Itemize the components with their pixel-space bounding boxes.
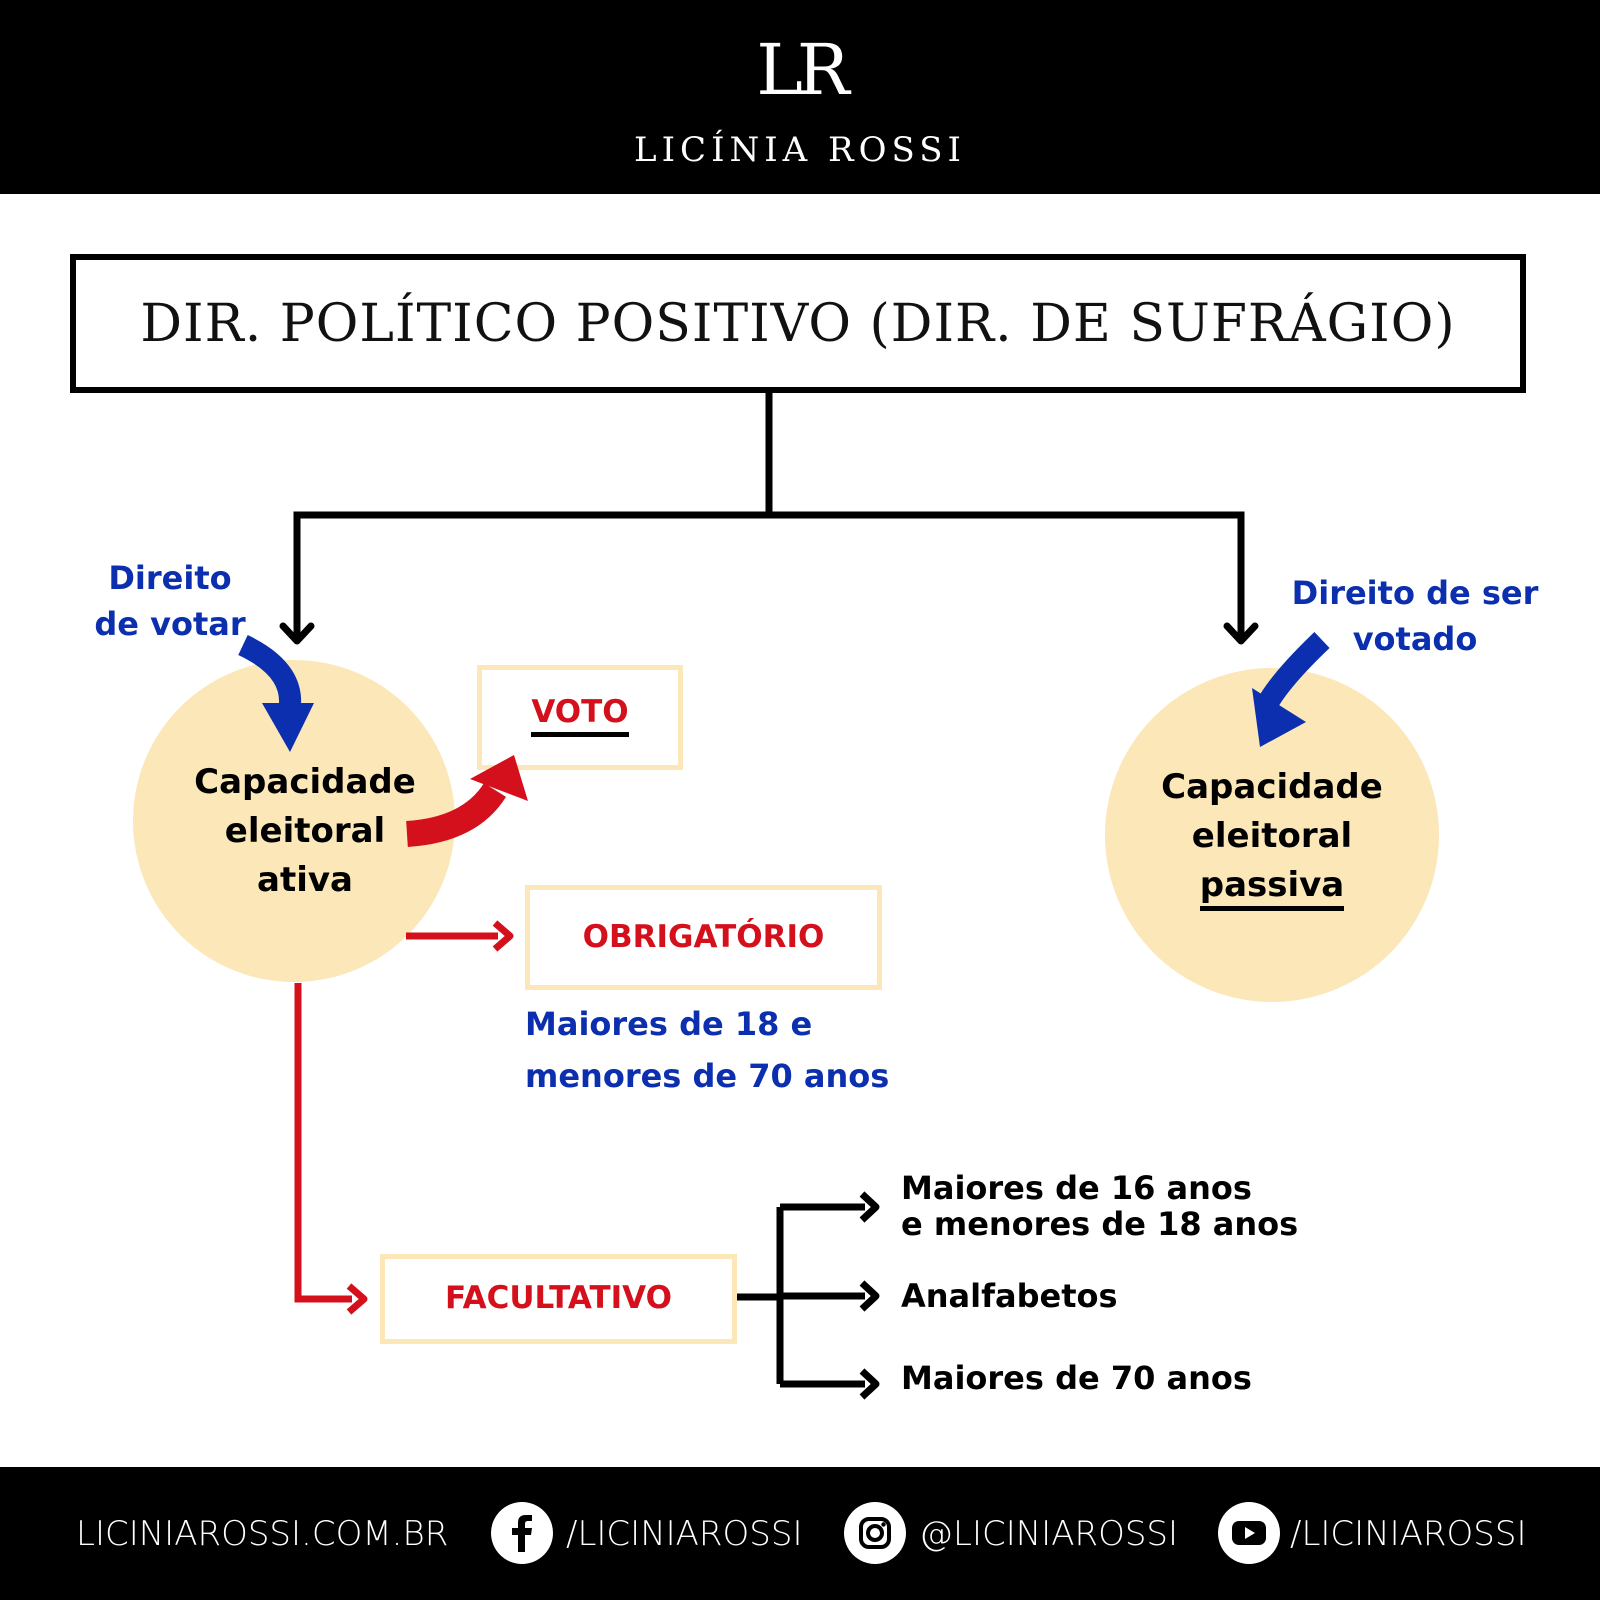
facebook-link[interactable]: /LICINIAROSSI (566, 1514, 803, 1554)
circle-line: eleitoral (1191, 816, 1353, 856)
blue-arrow-right-head (1252, 688, 1306, 747)
blue-arrow-left-head (262, 703, 314, 752)
branch-arrowhead-1 (859, 1191, 880, 1223)
left-branch-arrowhead (279, 622, 315, 645)
facultativo-item-2: Analfabetos (901, 1277, 1118, 1315)
youtube-link[interactable]: /LICINIAROSSI (1290, 1514, 1527, 1554)
item-line: Maiores de 16 anos (901, 1169, 1252, 1207)
website-link[interactable]: LICINIAROSSI.COM.BR (76, 1514, 449, 1554)
facultativo-box (380, 1254, 737, 1344)
passive-capacity-text: Capacidade eleitoral passiva (1155, 763, 1389, 911)
branch-arrowhead-3 (859, 1368, 880, 1400)
red-arrowhead-facultativo (346, 1283, 368, 1315)
header-bar (0, 0, 1600, 194)
branch-arrowhead-2 (859, 1280, 880, 1312)
voto-label: VOTO (531, 694, 629, 737)
instagram-glyph (859, 1517, 891, 1549)
circle-line: eleitoral (224, 811, 386, 851)
direito-de-ser-votado-label: Direito de ser votado (1290, 570, 1540, 662)
facultativo-item-3: Maiores de 70 anos (901, 1359, 1252, 1397)
obrigatorio-description: Maiores de 18 e menores de 70 anos (525, 998, 945, 1102)
direito-de-votar-label: Direito de votar (90, 555, 250, 647)
facultativo-branches (737, 1203, 865, 1388)
red-curved-arrow (405, 782, 507, 847)
tree-lines (293, 392, 1245, 640)
description-line: Maiores de 18 e (525, 1005, 813, 1043)
brand-name: LICÍNIA ROSSI (634, 130, 966, 170)
annotation-line: Direito de ser (1291, 574, 1539, 612)
voto-box (477, 665, 683, 770)
red-curved-arrowhead (470, 755, 528, 801)
obrigatorio-label: OBRIGATÓRIO (582, 919, 825, 955)
youtube-icon[interactable] (1218, 1502, 1280, 1564)
description-line: menores de 70 anos (525, 1057, 890, 1095)
item-line: e menores de 18 anos (901, 1205, 1299, 1243)
annotation-line: Direito (108, 559, 232, 597)
passiva-word: passiva (1199, 865, 1345, 911)
circle-line: Capacidade (194, 762, 416, 802)
facebook-icon[interactable] (491, 1502, 553, 1564)
circle-line: Capacidade (1161, 767, 1383, 807)
annotation-line: votado (1352, 620, 1478, 658)
facultativo-item-1: Maiores de 16 anos e menores de 18 anos (901, 1170, 1381, 1242)
active-capacity-text: Capacidade eleitoral ativa (190, 758, 420, 905)
red-arrow-facultativo (294, 983, 352, 1303)
footer-bar (0, 1467, 1600, 1600)
circle-line-underlined: passiva (1155, 861, 1389, 911)
title-box (70, 254, 1526, 393)
obrigatorio-box (525, 885, 882, 990)
right-branch-arrowhead (1223, 622, 1259, 645)
red-arrowhead-obrigatorio (492, 920, 514, 952)
voto-label-wrap: VOTO (477, 690, 683, 737)
annotation-line: de votar (94, 605, 246, 643)
instagram-icon[interactable] (844, 1502, 906, 1564)
logo: LR (756, 29, 849, 111)
facebook-glyph (512, 1515, 532, 1552)
diagram-title: DIR. POLÍTICO POSITIVO (DIR. DE SUFRÁGIO… (140, 294, 1456, 354)
instagram-link[interactable]: @LICINIAROSSI (919, 1514, 1179, 1554)
circle-line: ativa (257, 860, 353, 900)
facultativo-label: FACULTATIVO (445, 1280, 672, 1316)
youtube-glyph (1232, 1521, 1266, 1545)
